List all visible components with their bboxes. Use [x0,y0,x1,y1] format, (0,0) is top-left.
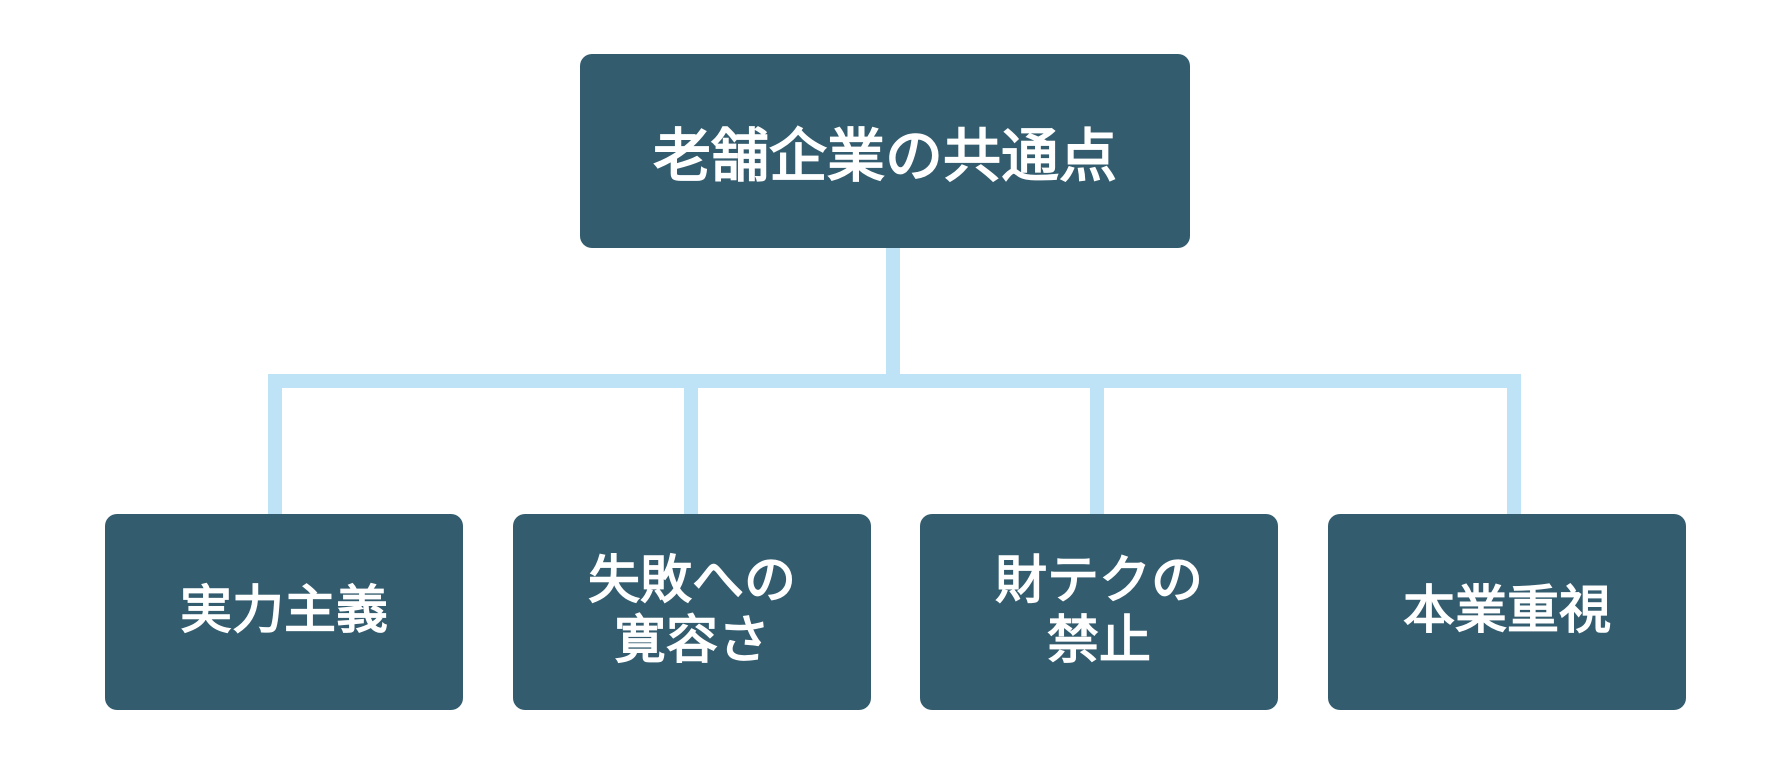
connector-root-stem [886,248,900,380]
child-node-2: 失敗への 寛容さ [513,514,871,710]
connector-drop-2 [684,374,698,514]
connector-drop-4 [1507,374,1521,514]
child-node-3-line-1: 財テクの [994,551,1203,612]
child-node-3: 財テクの 禁止 [920,514,1278,710]
child-node-4: 本業重視 [1328,514,1686,710]
child-node-2-line-1: 失敗への [587,551,796,612]
child-node-3-line-2: 禁止 [1046,611,1151,671]
child-node-1: 実力主義 [105,514,463,710]
child-node-1-line-1: 実力主義 [179,581,388,642]
connector-horizontal [268,374,1521,388]
root-node-label: 老舗企業の共通点 [652,122,1117,190]
connector-drop-3 [1090,374,1104,514]
connector-drop-1 [268,374,282,514]
child-node-4-line-1: 本業重視 [1402,581,1611,642]
root-node: 老舗企業の共通点 [580,54,1190,248]
child-node-2-line-2: 寛容さ [613,611,770,671]
